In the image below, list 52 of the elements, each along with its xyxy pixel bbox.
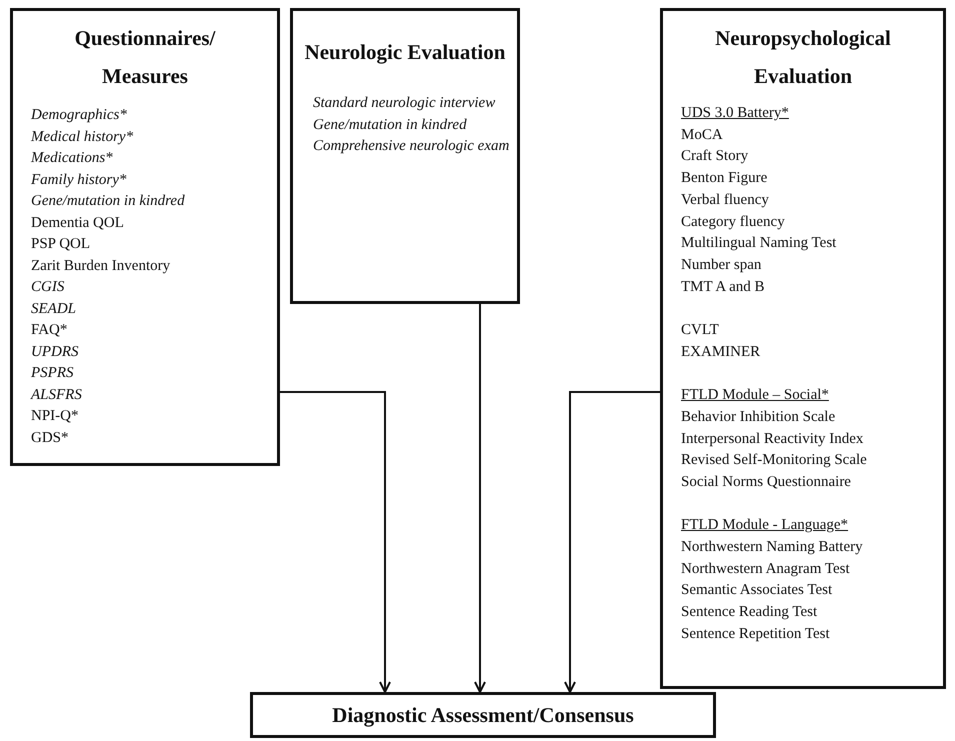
list-item: Craft Story xyxy=(681,147,748,166)
section-heading: FTLD Module - Language* xyxy=(681,516,848,536)
arrow xyxy=(564,391,660,693)
list-item: Benton Figure xyxy=(681,169,768,188)
list-item: Behavior Inhibition Scale xyxy=(681,408,836,427)
list-item: Medical history* xyxy=(31,128,134,146)
list-item: CVLT xyxy=(681,321,719,340)
list-item: Verbal fluency xyxy=(681,190,769,210)
list-item: Family history* xyxy=(31,170,126,190)
arrow xyxy=(280,391,391,693)
list-item: SEADL xyxy=(31,300,76,318)
box-title: Neuropsychological Evaluation xyxy=(714,25,892,90)
list-item: PSP QOL xyxy=(31,235,90,254)
list-item: Demographics* xyxy=(31,106,127,125)
list-item: Interpersonal Reactivity Index xyxy=(681,430,864,448)
list-item: FAQ* xyxy=(31,321,68,340)
list-item: Number span xyxy=(681,256,762,275)
list-item: CGIS xyxy=(31,278,64,297)
section-heading: FTLD Module – Social* xyxy=(681,386,829,406)
list-item: Northwestern Anagram Test xyxy=(681,560,850,579)
process-box xyxy=(250,692,716,738)
section-heading: UDS 3.0 Battery* xyxy=(681,104,789,123)
process-box xyxy=(660,8,946,689)
list-item: PSPRS xyxy=(31,364,74,383)
list-item: Medications* xyxy=(31,149,113,168)
list-item: Gene/mutation in kindred xyxy=(31,192,185,211)
list-item: NPI-Q* xyxy=(31,407,78,426)
list-item: TMT A and B xyxy=(681,278,764,297)
list-item: ALSFRS xyxy=(31,386,82,404)
box-title: Neurologic Evaluation xyxy=(304,39,506,66)
list-item: MoCA xyxy=(681,126,723,145)
list-item: Semantic Associates Test xyxy=(681,581,832,600)
list-item: Gene/mutation in kindred xyxy=(313,116,467,134)
list-item: Northwestern Naming Battery xyxy=(681,538,863,557)
arrow xyxy=(474,304,486,693)
list-item: Sentence Reading Test xyxy=(681,603,818,622)
list-item: Standard neurologic interview xyxy=(313,94,496,113)
box-title: Questionnaires/ Measures xyxy=(74,25,216,90)
box-title: Diagnostic Assessment/Consensus xyxy=(331,702,635,729)
list-item: Comprehensive neurologic exam xyxy=(313,137,510,156)
list-item: Zarit Burden Inventory xyxy=(31,256,170,276)
list-item: Multilingual Naming Test xyxy=(681,234,836,254)
list-item: Dementia QOL xyxy=(31,214,124,232)
list-item: Sentence Repetition Test xyxy=(681,624,830,644)
list-item: Social Norms Questionnaire xyxy=(681,472,851,492)
list-item: Revised Self-Monitoring Scale xyxy=(681,451,867,470)
list-item: Category fluency xyxy=(681,212,785,232)
process-box xyxy=(290,8,520,304)
list-item: EXAMINER xyxy=(681,342,760,362)
list-item: GDS* xyxy=(31,428,69,448)
list-item: UPDRS xyxy=(31,342,78,362)
process-box xyxy=(10,8,280,466)
